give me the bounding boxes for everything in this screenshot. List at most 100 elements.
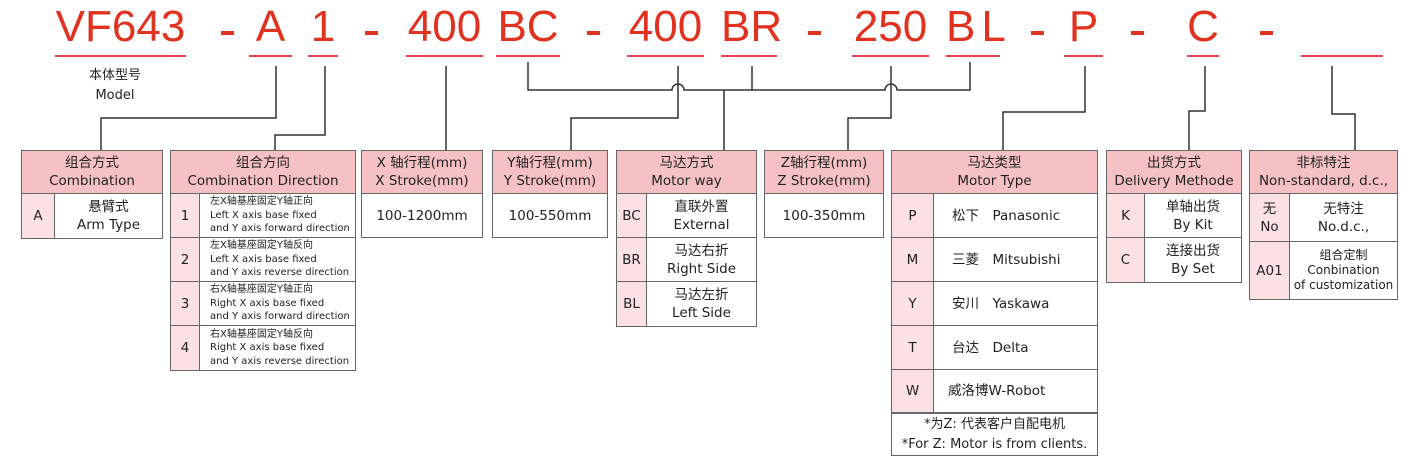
x-stroke-table: X 轴行程(mm)X Stroke(mm) 100-1200mm: [361, 150, 483, 238]
underline: [249, 55, 292, 57]
connector-motor-way-bus: [527, 62, 971, 91]
y-stroke-range: 100-550mm: [508, 207, 592, 224]
code-y-stroke: 400: [628, 2, 703, 51]
table-row: W 威洛博W-Robot: [892, 370, 1097, 413]
title-en: Combination: [49, 173, 135, 189]
option-key: 4: [171, 326, 200, 370]
option-key-cn: 无: [1262, 200, 1277, 217]
option-en: and Y axis forward direction: [210, 311, 350, 323]
code-model: VF643: [55, 2, 186, 51]
option-key: M: [892, 238, 934, 281]
direction-header: 组合方向 Combination Direction: [171, 151, 355, 194]
connector-y-stroke: [570, 66, 679, 150]
title-en: Delivery Methode: [1114, 173, 1234, 189]
option-key: 3: [171, 282, 200, 325]
option-cn: 单轴出货: [1166, 198, 1220, 215]
y-stroke-header: Y轴行程(mm) Y Stroke(mm): [493, 151, 607, 194]
option-cn: 组合定制: [1319, 248, 1368, 262]
z-stroke-table: Z轴行程(mm)Z Stroke(mm) 100-350mm: [764, 150, 884, 238]
option-cn: 马达右折: [674, 242, 729, 259]
code-z-stroke: 250: [853, 2, 928, 51]
y-stroke-table: Y轴行程(mm) Y Stroke(mm) 100-550mm: [492, 150, 608, 238]
title-en: Y Stroke(mm): [503, 173, 597, 189]
option-en: Right X axis base fixed: [210, 342, 325, 354]
underline: [721, 55, 777, 57]
dash: [587, 31, 600, 35]
option-en: Right X axis base fixed: [210, 297, 325, 309]
code-x-stroke: 400: [407, 2, 482, 51]
title-cn: Y轴行程(mm): [507, 155, 593, 171]
option-value: 台达 Delta: [952, 339, 1029, 356]
dash: [1031, 31, 1044, 35]
code-motor-way-y: BR: [721, 2, 783, 51]
option-en: Conbination: [1307, 263, 1380, 277]
title-cn: 出货方式: [1147, 155, 1201, 171]
title-en: X Stroke(mm): [375, 173, 469, 189]
option-en: Right Side: [666, 260, 737, 277]
option-key: A01: [1250, 242, 1290, 299]
option-en: External: [673, 216, 730, 233]
title-en: Combination Direction: [187, 173, 339, 189]
option-en: No.d.c.,: [1317, 218, 1370, 235]
title-cn: 马达方式: [659, 155, 714, 171]
underline: [406, 55, 483, 57]
code-direction: 1: [310, 2, 336, 51]
option-key: W: [892, 370, 934, 412]
model-label: 本体型号 Model: [85, 66, 145, 106]
connector-combination: [100, 66, 277, 150]
connector-delivery: [1188, 66, 1206, 150]
connector-z-stroke: [847, 66, 892, 150]
dash: [808, 31, 821, 35]
x-stroke-header: X 轴行程(mm)X Stroke(mm): [362, 151, 482, 194]
option-cn: 直联外置: [674, 198, 729, 215]
option-en: Left X axis base fixed: [210, 253, 317, 265]
connector-direction: [274, 66, 326, 150]
note-cn: *为Z: 代表客户自配电机: [924, 416, 1065, 432]
option-value: 三菱 Mitsubishi: [952, 251, 1061, 268]
option-cn: 马达左折: [674, 287, 729, 303]
title-cn: 马达类型: [967, 155, 1022, 171]
title-en: Z Stroke(mm): [777, 173, 871, 189]
option-cn: 左X轴基座固定Y轴反向: [210, 240, 313, 252]
underline: [308, 55, 338, 57]
title-cn: 组合方向: [236, 155, 290, 171]
connector-motor-type: [1002, 66, 1086, 150]
option-key: Y: [892, 282, 934, 325]
option-en: and Y axis forward direction: [210, 223, 350, 235]
x-stroke-range: 100-1200mm: [376, 207, 468, 224]
option-key: BR: [617, 238, 647, 281]
underline: [852, 55, 929, 57]
connector-lines: [100, 62, 1356, 150]
title-en: Motor Type: [957, 173, 1032, 189]
option-en: By Kit: [1173, 216, 1213, 233]
option-cn: 右X轴基座固定Y轴反向: [210, 328, 313, 340]
option-en: By Set: [1171, 261, 1215, 277]
table-row: M 三菱 Mitsubishi: [892, 238, 1097, 282]
option-en: of customization: [1293, 278, 1394, 292]
option-value: 威洛博W-Robot: [948, 383, 1046, 399]
dash: [221, 31, 234, 35]
option-cn: 左X轴基座固定Y轴正向: [210, 196, 313, 208]
z-stroke-header: Z轴行程(mm)Z Stroke(mm): [765, 151, 883, 194]
motor-type-note: *为Z: 代表客户自配电机 *For Z: Motor is from clien…: [892, 413, 1097, 455]
note-en: *For Z: Motor is from clients.: [901, 436, 1088, 452]
option-cn: 右X轴基座固定Y轴正向: [210, 284, 313, 296]
